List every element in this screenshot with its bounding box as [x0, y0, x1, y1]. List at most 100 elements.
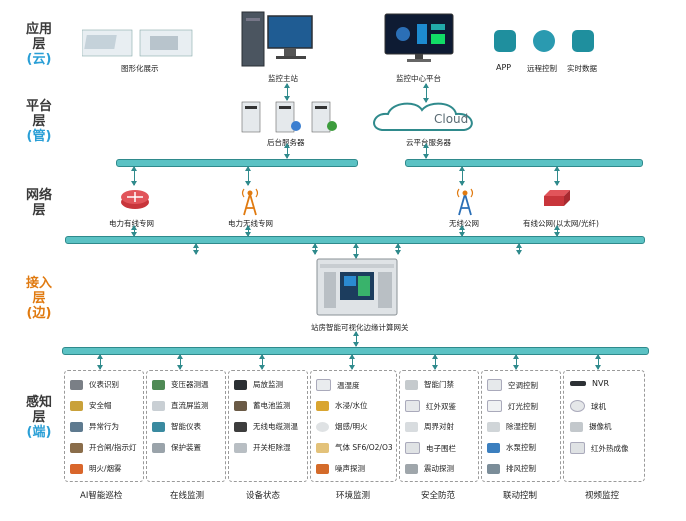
cloud-server-label: 云平台服务器 [406, 138, 451, 147]
access-control-icon [405, 379, 418, 390]
power-wireless-label: 电力无线专网 [228, 219, 273, 228]
dehumidify-icon [234, 442, 247, 453]
vibration-icon [405, 463, 418, 474]
wireless-tower-icon [241, 188, 259, 216]
list-item: 水泵控制 [487, 442, 536, 453]
remote-control-label: 远程控制 [527, 64, 557, 73]
connector [284, 83, 290, 101]
pump-icon [487, 442, 500, 453]
layer-label-access: 接入层(边) [26, 276, 53, 321]
connector [97, 354, 103, 370]
wireless-public-label: 无线公网 [449, 219, 479, 228]
camera-icon [570, 421, 583, 432]
cable-temp-icon [234, 421, 247, 432]
connector [513, 354, 519, 370]
exhaust-icon [487, 463, 500, 474]
group-title-linkage: 联动控制 [503, 491, 538, 501]
connector [259, 354, 265, 370]
list-item: 红外双鉴 [405, 400, 456, 412]
connector [395, 243, 401, 255]
list-item: 噪声探测 [316, 463, 365, 474]
group-box-ai [64, 370, 144, 482]
backend-server-label: 后台服务器 [267, 138, 305, 147]
layer-label-app: 应用层(云) [26, 22, 53, 67]
list-item: 气体 SF6/O2/O3 [316, 442, 393, 453]
connector [432, 354, 438, 370]
list-item: 水浸/水位 [316, 400, 368, 411]
monitor-center-icon [384, 13, 454, 62]
list-item: 保护装置 [152, 442, 201, 453]
connector [193, 243, 199, 255]
list-item: 除湿控制 [487, 421, 536, 432]
ac-icon [487, 379, 502, 391]
dc-panel-icon [152, 400, 165, 411]
dome-camera-icon [570, 400, 585, 412]
dehumidifier-icon [487, 421, 500, 432]
layer-label-platform: 平台层(管) [26, 99, 53, 144]
list-item: 灯光控制 [487, 400, 538, 412]
list-item: 球机 [570, 400, 606, 412]
connector [595, 354, 601, 370]
wired-public-label: 有线公网(以太网/光纤) [523, 219, 599, 228]
connector [284, 143, 290, 159]
gas-icon [316, 442, 329, 453]
switch-light-icon [70, 442, 83, 453]
connector [459, 166, 465, 186]
switch-icon [544, 190, 570, 206]
cloud-icon [373, 102, 473, 131]
sensing-bus [62, 347, 649, 355]
list-item: NVR [570, 379, 609, 388]
smoke-icon [316, 421, 329, 432]
layer-label-network: 网络层 [26, 188, 53, 218]
power-wired-label: 电力有线专网 [109, 219, 154, 228]
list-item: 电子围栏 [405, 442, 456, 454]
connector [554, 225, 560, 237]
list-item: 变压器测温 [152, 379, 209, 390]
fence-icon [405, 442, 420, 454]
list-item: 排风控制 [487, 463, 536, 474]
fire-icon [70, 463, 83, 474]
list-item: 空调控制 [487, 379, 538, 391]
monitor-host-icon [241, 11, 313, 67]
smart-meter-icon [152, 421, 165, 432]
list-item: 智能门禁 [405, 379, 454, 390]
thermal-camera-icon [570, 442, 585, 454]
list-item: 智能仪表 [152, 421, 201, 432]
group-box-linkage [481, 370, 561, 482]
connector [423, 83, 429, 103]
group-box-security [399, 370, 479, 482]
list-item: 温湿度 [316, 379, 360, 391]
list-item: 震动探测 [405, 463, 454, 474]
list-item: 周界对射 [405, 421, 454, 432]
meter-icon [70, 379, 83, 390]
helmet-icon [70, 400, 83, 411]
humidity-icon [316, 379, 331, 391]
group-title-ai: AI智能巡检 [80, 491, 123, 501]
list-item: 仪表识别 [70, 379, 119, 390]
connector [353, 331, 359, 347]
graphic-display-label: 图形化展示 [121, 64, 159, 73]
list-item: 局放监测 [234, 379, 283, 390]
connector [312, 243, 318, 255]
list-item: 摄像机 [570, 421, 612, 432]
list-item: 红外热成像 [570, 442, 629, 454]
group-title-online: 在线监测 [170, 491, 205, 501]
realtime-data-icon [572, 30, 594, 52]
transformer-icon [152, 379, 165, 390]
app-icon [494, 30, 516, 52]
connector [349, 354, 355, 370]
list-item: 明火/烟雾 [70, 463, 122, 474]
perimeter-icon [405, 421, 418, 432]
group-box-video [563, 370, 645, 482]
public-tower-icon [456, 188, 474, 216]
group-box-online [146, 370, 226, 482]
monitor-host-label: 监控主站 [268, 74, 298, 83]
router-icon [121, 190, 149, 209]
group-title-env: 环境监测 [336, 491, 371, 501]
connector [131, 225, 137, 237]
group-box-device [228, 370, 308, 482]
layer-label-sensing: 感知层(端) [26, 395, 53, 440]
remote-control-icon [533, 30, 555, 52]
connector [131, 166, 137, 186]
monitor-center-label: 监控中心平台 [396, 74, 441, 83]
